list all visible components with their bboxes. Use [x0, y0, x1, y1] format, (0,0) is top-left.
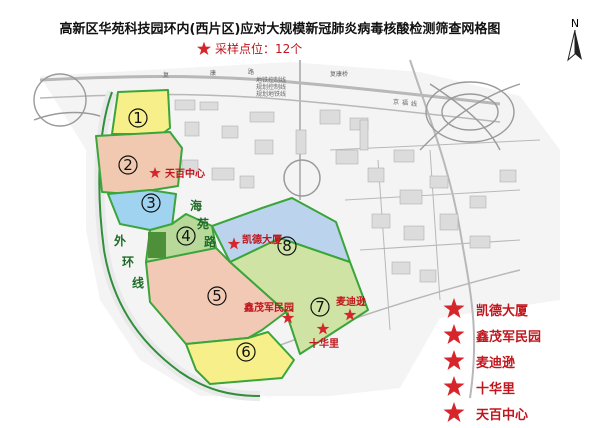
road-labels: 海 苑 路	[190, 198, 217, 249]
zone-number-6: 6	[241, 343, 251, 361]
zone-number-2: 2	[123, 156, 133, 174]
zone-number-8: 8	[282, 237, 292, 255]
roundabout	[283, 159, 321, 197]
zone-number-4: 4	[181, 227, 191, 245]
road-char-2: 苑	[197, 216, 209, 231]
park-block	[148, 232, 166, 258]
ring-road-labels: 外 环 线	[114, 233, 144, 290]
road-char-3: 路	[204, 234, 217, 249]
map-label-lu: 路	[248, 68, 254, 76]
legend-item: 麦迪逊	[442, 348, 592, 374]
ring-road-char-3: 线	[132, 275, 144, 290]
map-label-fu2: 福	[402, 99, 408, 107]
ring-road-char-1: 外	[114, 233, 126, 248]
map-label-xian: 线	[411, 100, 417, 108]
map-title: 高新区华苑科技园环内(西片区)应对大规模新冠肺炎病毒核酸检测筛查网格图	[59, 22, 501, 37]
ring-road-char-2: 环	[122, 255, 134, 269]
interchange-right	[419, 81, 521, 151]
sampling-sites: 天百中心 凯德大厦 鑫茂军民园 麦迪逊 十华里	[149, 166, 366, 350]
star-icon	[197, 41, 211, 55]
star-icon	[316, 322, 330, 335]
legend: 凯德大厦 鑫茂军民园 麦迪逊 十华里 天百中心	[442, 296, 592, 426]
small-map-labels: 复 康 路 复康桥 京 福 线 地铁控制线 规划控制线 规划地铁线	[163, 68, 417, 108]
zone-number-labels: 1 2 3 4 5 6 7 8	[118, 108, 330, 362]
star-icon	[443, 402, 465, 422]
map-label-plan-control: 规划控制线	[256, 83, 286, 91]
site-label-tianbai: 天百中心	[165, 167, 205, 180]
star-icon	[281, 311, 295, 324]
legend-item: 凯德大厦	[442, 296, 592, 322]
star-icon	[227, 237, 241, 250]
star-icon	[443, 298, 465, 318]
legend-label: 十华里	[476, 381, 516, 397]
north-arrow-icon: N	[567, 17, 582, 62]
sampling-count-text: 采样点位：12个	[215, 42, 303, 56]
legend-item: 鑫茂军民园	[442, 322, 592, 348]
zone-2	[95, 131, 183, 195]
road-char-1: 海	[190, 198, 202, 213]
map-label-plan-metro: 规划地铁线	[256, 90, 286, 98]
zone-5	[145, 247, 287, 345]
star-icon	[343, 308, 357, 321]
star-icon	[443, 324, 465, 344]
legend-item: 天百中心	[442, 400, 592, 426]
legend-label: 天百中心	[476, 407, 529, 423]
site-label-xinmao: 鑫茂军民园	[243, 301, 294, 314]
legend-label: 凯德大厦	[476, 303, 529, 319]
map-label-fu: 复	[163, 71, 169, 79]
legend-label: 麦迪逊	[476, 355, 516, 371]
site-label-kaide: 凯德大厦	[242, 233, 283, 246]
zone-number-5: 5	[212, 287, 222, 305]
buildings	[174, 99, 517, 283]
star-icon	[443, 350, 465, 370]
legend-item: 十华里	[442, 374, 592, 400]
legend-label: 鑫茂军民园	[476, 329, 542, 345]
zone-number-3: 3	[146, 194, 156, 212]
sampling-count: 采样点位：12个	[196, 40, 302, 57]
zone-number-7: 7	[315, 298, 325, 316]
site-label-shihua: 十华里	[309, 337, 339, 350]
zone-number-1: 1	[133, 109, 143, 127]
map-label-metro-control: 地铁控制线	[256, 76, 286, 84]
zone-1	[111, 89, 171, 135]
map-label-kang: 康	[210, 69, 216, 77]
star-icon	[443, 376, 465, 396]
map-label-jing: 京	[393, 98, 399, 106]
map-label-bridge: 复康桥	[330, 70, 348, 78]
site-label-maidi: 麦迪逊	[336, 295, 366, 308]
star-icon	[149, 166, 161, 178]
north-label: N	[571, 17, 579, 30]
zone-8	[211, 197, 351, 263]
